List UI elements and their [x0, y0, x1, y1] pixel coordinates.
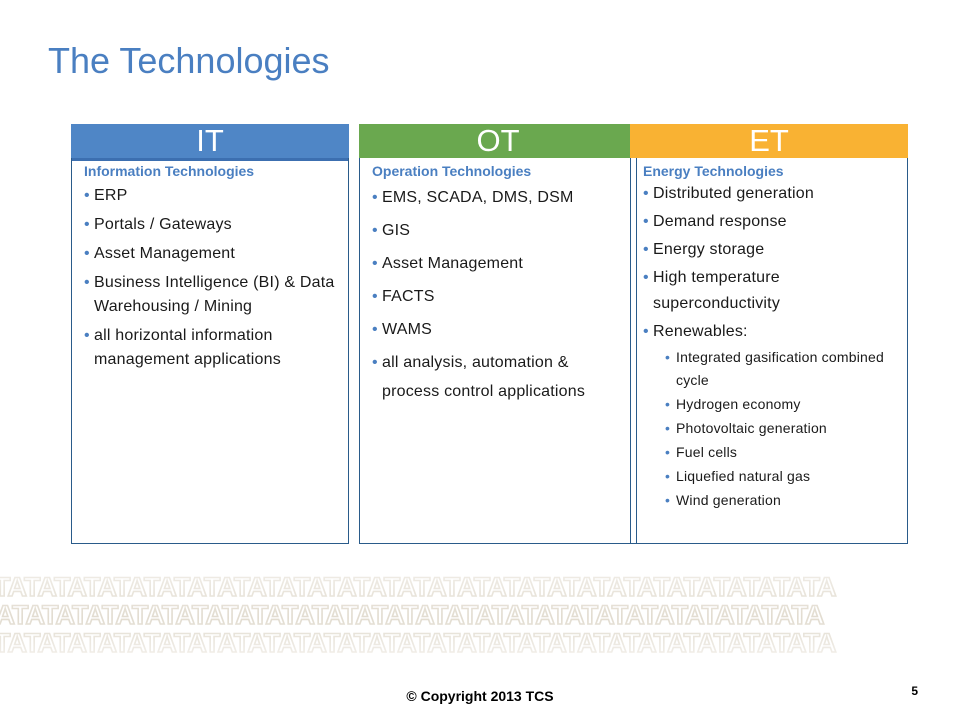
list-item: •Business Intelligence (BI) & Data Wareh… [72, 271, 348, 319]
pattern-row: TATATATATATATATATATATATATATATATATATATATA… [0, 600, 824, 630]
tata-pattern-decoration: TATATATATATATATATATATATATATATATATATATATA… [0, 571, 838, 659]
bullet-icon: • [665, 420, 671, 436]
bullet-icon: • [372, 255, 378, 272]
ot-list: •EMS, SCADA, DMS, DSM •GIS •Asset Manage… [360, 183, 636, 406]
list-item: •High temperature superconductivity [631, 265, 907, 317]
bullet-icon: • [84, 216, 90, 233]
list-item: •all analysis, automation & process cont… [360, 348, 636, 406]
ot-body: Operation Technologies •EMS, SCADA, DMS,… [359, 158, 637, 544]
list-item: •Energy storage [631, 237, 907, 263]
it-divider [72, 158, 348, 161]
ot-column: OT Operation Technologies •EMS, SCADA, D… [359, 124, 637, 544]
list-item: •Distributed generation [631, 181, 907, 207]
list-item: •WAMS [360, 315, 636, 344]
list-subitem: •Integrated gasification combined cycle [631, 346, 907, 392]
et-body: Energy Technologies •Distributed generat… [630, 158, 908, 544]
it-list: •ERP •Portals / Gateways •Asset Manageme… [72, 184, 348, 372]
list-subitem: •Fuel cells [631, 441, 907, 464]
list-item: •FACTS [360, 282, 636, 311]
bullet-icon: • [643, 269, 649, 286]
it-body: Information Technologies •ERP •Portals /… [71, 158, 349, 544]
bullet-icon: • [84, 187, 90, 204]
bullet-icon: • [665, 492, 671, 508]
bullet-icon: • [84, 245, 90, 262]
bullet-icon: • [372, 222, 378, 239]
list-item: •GIS [360, 216, 636, 245]
bullet-icon: • [84, 274, 90, 291]
et-column: ET Energy Technologies •Distributed gene… [630, 124, 908, 544]
slide-title: The Technologies [48, 40, 330, 81]
ot-subtitle: Operation Technologies [372, 163, 532, 179]
bullet-icon: • [372, 288, 378, 305]
bullet-icon: • [665, 444, 671, 460]
copyright-notice: © Copyright 2013 TCS [406, 688, 554, 704]
list-item: •ERP [72, 184, 348, 208]
list-subitem: •Photovoltaic generation [631, 417, 907, 440]
et-subtitle: Energy Technologies [643, 163, 784, 179]
bullet-icon: • [643, 213, 649, 230]
ot-header: OT [359, 124, 637, 158]
bullet-icon: • [372, 321, 378, 338]
list-subitem: •Liquefied natural gas [631, 465, 907, 488]
bullet-icon: • [643, 323, 649, 340]
list-item: •Renewables: [631, 319, 907, 345]
list-item: •Asset Management [72, 242, 348, 266]
it-column: IT Information Technologies •ERP •Portal… [71, 124, 349, 544]
et-header: ET [630, 124, 908, 158]
et-list: •Distributed generation •Demand response… [631, 181, 907, 512]
list-subitem: •Wind generation [631, 489, 907, 512]
page-number: 5 [911, 684, 918, 698]
bullet-icon: • [665, 349, 671, 365]
bullet-icon: • [665, 468, 671, 484]
it-subtitle: Information Technologies [84, 163, 255, 179]
list-subitem: •Hydrogen economy [631, 393, 907, 416]
list-item: •Asset Management [360, 249, 636, 278]
pattern-row: TATATATATATATATATATATATATATATATATATATATA… [0, 572, 836, 602]
list-item: •EMS, SCADA, DMS, DSM [360, 183, 636, 212]
it-header: IT [71, 124, 349, 158]
bullet-icon: • [372, 354, 378, 371]
list-item: •all horizontal information management a… [72, 324, 348, 372]
bullet-icon: • [84, 327, 90, 344]
bullet-icon: • [372, 189, 378, 206]
pattern-row: TATATATATATATATATATATATATATATATATATATATA… [0, 628, 836, 658]
list-item: •Demand response [631, 209, 907, 235]
bullet-icon: • [643, 241, 649, 258]
bullet-icon: • [665, 396, 671, 412]
list-item: •Portals / Gateways [72, 213, 348, 237]
bullet-icon: • [643, 185, 649, 202]
